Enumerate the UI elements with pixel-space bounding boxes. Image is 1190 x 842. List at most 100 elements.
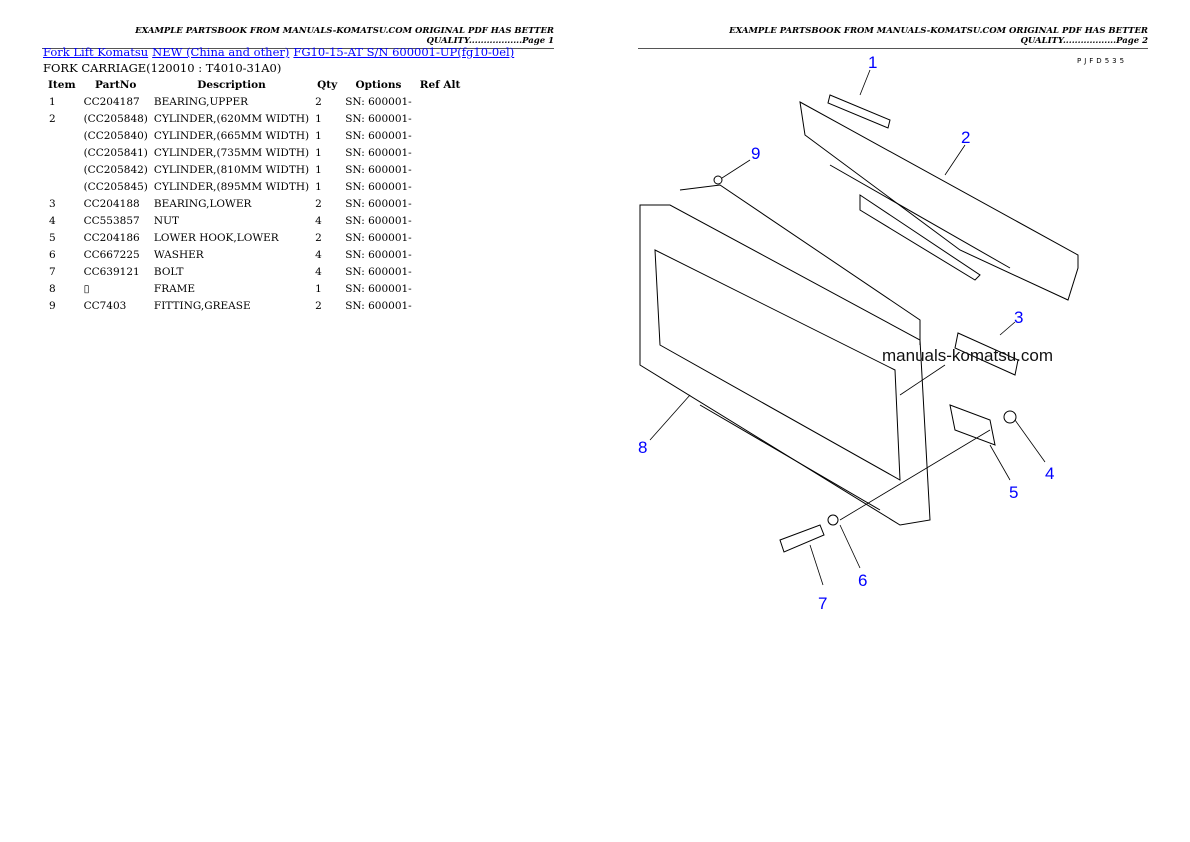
table-cell xyxy=(415,212,466,229)
table-cell: BOLT xyxy=(153,265,184,278)
table-cell: CYLINDER,(810MM WIDTH) xyxy=(153,163,310,176)
table-cell xyxy=(415,178,466,195)
table-cell xyxy=(415,93,466,110)
table-cell: 5 xyxy=(49,231,56,244)
table-cell: 2 xyxy=(315,197,322,210)
table-cell: 1 xyxy=(315,146,322,159)
table-cell: SN: 600001- xyxy=(345,180,412,193)
column-header: Description xyxy=(197,78,266,91)
table-cell: 8 xyxy=(49,282,56,295)
table-cell: 2 xyxy=(315,231,322,244)
table-cell: SN: 600001- xyxy=(345,282,412,295)
cylinder-bracket xyxy=(799,101,1079,301)
table-cell: 3 xyxy=(49,197,56,210)
table-cell xyxy=(415,280,466,297)
breadcrumb-link-brand[interactable]: Fork Lift Komatsu xyxy=(43,45,149,59)
table-cell xyxy=(43,161,81,178)
table-cell: (CC205848) xyxy=(83,112,148,125)
table-cell: SN: 600001- xyxy=(345,299,412,312)
table-cell: SN: 600001- xyxy=(345,214,412,227)
column-header: Qty xyxy=(317,78,338,91)
parts-diagram: manuals-komatsu.com 1 2 3 4 5 6 7 8 9 xyxy=(638,53,1079,613)
table-cell: (CC205845) xyxy=(83,180,148,193)
callout-4: 4 xyxy=(1045,464,1054,483)
table-cell: (CC205840) xyxy=(83,129,148,142)
table-row: 3 CC204188 BEARING,LOWER 2 SN: 600001- xyxy=(43,195,465,212)
bearing-upper xyxy=(827,94,891,129)
table-cell: LOWER HOOK,LOWER xyxy=(153,231,279,244)
table-cell: 2 xyxy=(315,95,322,108)
table-cell: 1 xyxy=(315,282,322,295)
callout-1: 1 xyxy=(868,53,877,72)
table-cell: 4 xyxy=(315,248,322,261)
column-header: Ref Alt xyxy=(419,78,461,91)
nut xyxy=(1003,410,1017,424)
table-cell: CC204186 xyxy=(83,231,140,244)
table-cell: CYLINDER,(620MM WIDTH) xyxy=(153,112,310,125)
table-cell xyxy=(415,297,466,314)
table-cell xyxy=(415,110,466,127)
column-header: PartNo xyxy=(95,78,137,91)
bolt xyxy=(779,524,825,553)
table-row: 8 ▯ FRAME 1 SN: 600001- xyxy=(43,280,465,297)
table-cell: WASHER xyxy=(153,248,204,261)
table-cell xyxy=(415,229,466,246)
table-cell: 2 xyxy=(49,112,56,125)
table-cell: FRAME xyxy=(153,282,196,295)
callout-6: 6 xyxy=(858,571,867,590)
table-cell: (CC205841) xyxy=(83,146,148,159)
table-cell: 6 xyxy=(49,248,56,261)
callout-9: 9 xyxy=(751,144,760,163)
table-cell: SN: 600001- xyxy=(345,197,412,210)
page-header-left: EXAMPLE PARTSBOOK FROM MANUALS-KOMATSU.C… xyxy=(42,26,554,49)
table-cell: BEARING,LOWER xyxy=(153,197,252,210)
table-row: 5 CC204186 LOWER HOOK,LOWER 2 SN: 600001- xyxy=(43,229,465,246)
breadcrumb-link-model[interactable]: FG10-15-AT S/N 600001-UP(fg10-0el) xyxy=(293,45,515,59)
table-cell: FITTING,GREASE xyxy=(153,299,251,312)
callout-5: 5 xyxy=(1009,483,1018,502)
table-cell: SN: 600001- xyxy=(345,265,412,278)
frame xyxy=(639,184,931,526)
table-cell: SN: 600001- xyxy=(345,146,412,159)
washer xyxy=(827,514,839,526)
table-row: (CC205842) CYLINDER,(810MM WIDTH) 1 SN: 600… xyxy=(43,161,465,178)
table-cell xyxy=(43,127,81,144)
table-cell: 1 xyxy=(315,129,322,142)
table-cell: 1 xyxy=(315,112,322,125)
table-cell xyxy=(415,195,466,212)
table-cell: CC204188 xyxy=(83,197,140,210)
table-cell: SN: 600001- xyxy=(345,231,412,244)
section-title: FORK CARRIAGE(120010 : T4010-31A0) xyxy=(43,61,282,75)
table-cell: SN: 600001- xyxy=(345,163,412,176)
table-cell: 4 xyxy=(49,214,56,227)
table-cell xyxy=(415,263,466,280)
table-cell xyxy=(415,144,466,161)
diagram-code: PJFD535 xyxy=(1077,57,1128,65)
callout-7: 7 xyxy=(818,594,827,613)
table-cell: CC553857 xyxy=(83,214,140,227)
table-cell: 1 xyxy=(315,163,322,176)
lower-hook xyxy=(949,404,996,446)
table-cell xyxy=(415,246,466,263)
table-cell: ▯ xyxy=(83,282,90,295)
table-cell: 2 xyxy=(315,299,322,312)
callout-2: 2 xyxy=(961,128,970,147)
table-cell: (CC205842) xyxy=(83,163,148,176)
table-cell: 1 xyxy=(49,95,56,108)
table-cell: NUT xyxy=(153,214,179,227)
callout-8: 8 xyxy=(638,438,647,457)
breadcrumb-link-region[interactable]: NEW (China and other) xyxy=(152,45,290,59)
table-cell: CYLINDER,(665MM WIDTH) xyxy=(153,129,310,142)
table-cell xyxy=(43,178,81,195)
table-cell: CC639121 xyxy=(83,265,140,278)
